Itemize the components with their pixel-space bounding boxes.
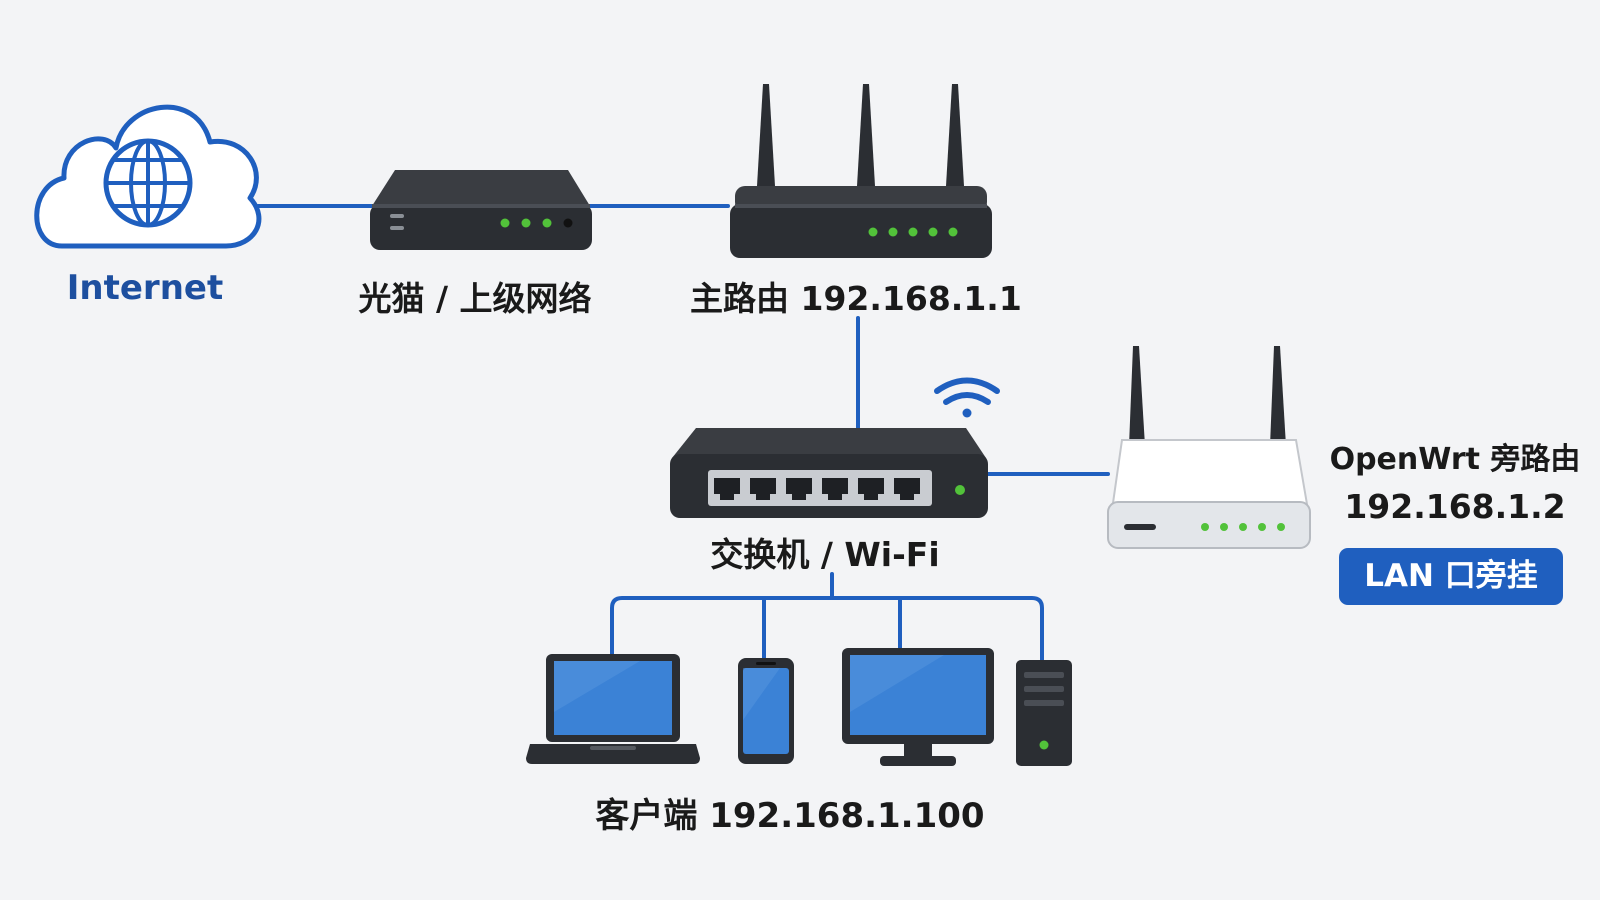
main-router-label: 主路由 192.168.1.1: [690, 279, 1022, 318]
lan-mode-badge: LAN 口旁挂: [1339, 548, 1563, 605]
openwrt-ip-label: 192.168.1.2: [1344, 487, 1566, 526]
pc-tower-icon: [1016, 660, 1072, 766]
monitor-icon: [842, 648, 994, 766]
switch-icon: [670, 428, 988, 518]
openwrt-leds: [1201, 523, 1285, 531]
wifi-icon: [934, 377, 1000, 418]
switch-led: [955, 485, 965, 495]
phone-icon: [738, 658, 794, 764]
router-leds: [868, 227, 958, 237]
modem-leds: [500, 218, 552, 228]
switch-ports: [714, 478, 920, 500]
modem-icon: [370, 170, 592, 250]
clients-label: 客户端 192.168.1.100: [595, 796, 985, 836]
router-icon: [730, 84, 992, 258]
cloud-globe-icon: [34, 104, 262, 249]
modem-label: 光猫 / 上级网络: [358, 279, 592, 318]
link-switch-clients: [610, 572, 1044, 662]
switch-label: 交换机 / Wi-Fi: [710, 535, 940, 574]
laptop-icon: [526, 654, 700, 764]
connection-links: [256, 204, 1110, 662]
router-icon: [1107, 346, 1311, 549]
internet-label: Internet: [66, 268, 224, 308]
openwrt-title-label: OpenWrt 旁路由: [1329, 442, 1581, 477]
